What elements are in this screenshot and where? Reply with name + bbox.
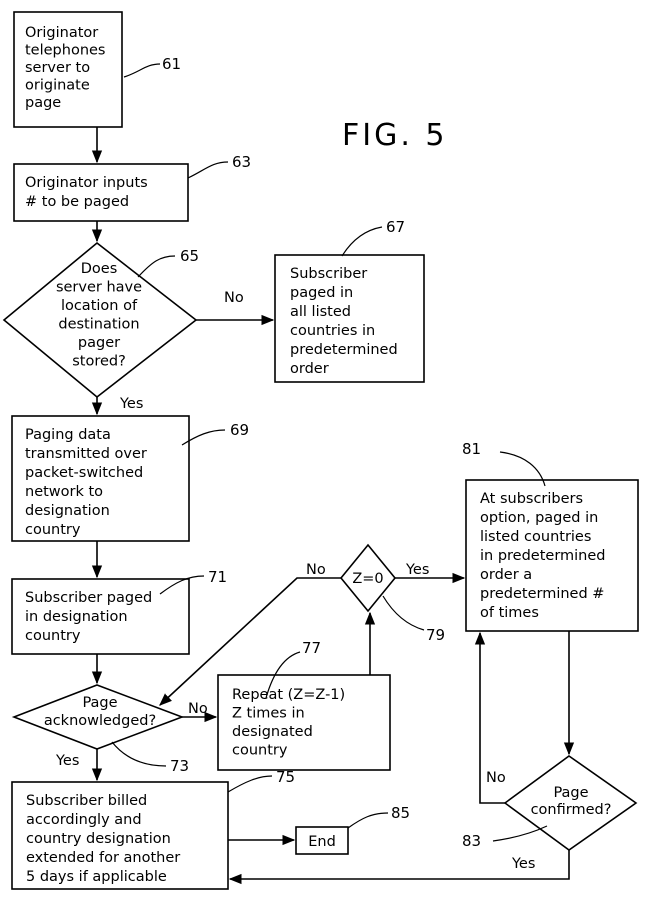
text-65-line: server have: [56, 280, 142, 296]
text-83: Pageconfirmed?: [531, 785, 612, 818]
text-77-line: country: [232, 743, 288, 759]
text-61-line: telephones: [25, 43, 106, 59]
text-67-line: predetermined: [290, 342, 398, 358]
text-67-line: Subscriber: [290, 266, 367, 282]
text-61: Originator telephonesserver to originatepa…: [25, 25, 106, 111]
text-85: End: [308, 834, 336, 850]
text-81-line: in predetermined: [480, 548, 606, 564]
text-65: Does server have location of destination pag…: [56, 261, 142, 370]
text-65-line: location of: [61, 298, 138, 314]
text-75-line: country designation: [26, 831, 171, 847]
edge-label-83-yes: Yes: [511, 856, 535, 872]
text-69-line: Paging data: [25, 427, 111, 443]
text-67-line: order: [290, 361, 329, 377]
text-69-line: transmitted over: [25, 446, 147, 462]
text-69-line: network to: [25, 484, 103, 500]
ref-65: 65: [180, 247, 199, 265]
ref-73: 73: [170, 757, 189, 775]
ref-75: 75: [276, 768, 295, 786]
text-81-line: order a: [480, 567, 532, 583]
text-83-line: Page: [553, 785, 588, 801]
text-85-line: End: [308, 834, 336, 850]
text-65-line: Does: [81, 261, 118, 277]
text-81: At subscribers option, paged in listed cou…: [480, 491, 606, 621]
leader-81: [500, 452, 545, 486]
edge-label-73-no: No: [188, 701, 208, 717]
leader-73: [112, 742, 166, 766]
text-81-line: At subscribers: [480, 491, 583, 507]
text-65-line: pager: [78, 335, 120, 351]
text-73-line: Page: [82, 695, 117, 711]
text-61-line: page: [25, 95, 61, 111]
ref-77: 77: [302, 639, 321, 657]
text-77-line: designated: [232, 724, 313, 740]
leader-63: [188, 162, 228, 178]
text-75-line: 5 days if applicable: [26, 869, 167, 885]
box-63-originator-inputs: [14, 164, 188, 221]
text-75: Subscriber billed accordingly and country …: [26, 793, 180, 885]
ref-81: 81: [462, 440, 481, 458]
text-61-line: Originator: [25, 25, 98, 41]
text-81-line: listed countries: [480, 529, 591, 545]
text-67-line: paged in: [290, 285, 353, 301]
text-67-line: countries in: [290, 323, 375, 339]
text-69-line: packet-switched: [25, 465, 143, 481]
edge-label-79-yes: Yes: [405, 562, 429, 578]
text-63-line: # to be paged: [25, 194, 129, 210]
edge-label-65-no: No: [224, 290, 244, 306]
text-71-line: in designation: [25, 609, 128, 625]
text-79: Z=0: [352, 571, 383, 587]
text-81-line: option, paged in: [480, 510, 598, 526]
text-71-line: Subscriber paged: [25, 590, 152, 606]
text-73-line: acknowledged?: [44, 713, 156, 729]
ref-71: 71: [208, 568, 227, 586]
edge-label-79-no: No: [306, 562, 326, 578]
edge-label-65-yes: Yes: [119, 396, 143, 412]
text-65-line: stored?: [72, 354, 126, 370]
text-77-line: Repeat (Z=Z-1): [232, 687, 345, 703]
text-69-line: designation: [25, 503, 110, 519]
text-77-line: Z times in: [232, 706, 305, 722]
text-79-line: Z=0: [352, 571, 383, 587]
text-75-line: extended for another: [26, 850, 180, 866]
leader-75: [228, 776, 272, 792]
leader-85: [348, 813, 388, 828]
text-75-line: accordingly and: [26, 812, 142, 828]
text-71: Subscriber paged in designation country: [25, 590, 152, 644]
ref-61: 61: [162, 55, 181, 73]
text-77: Repeat (Z=Z-1) Z times in designated countr…: [232, 687, 345, 759]
text-67: Subscriber paged in all listed countries in…: [290, 266, 398, 377]
edge-label-83-no: No: [486, 770, 506, 786]
text-81-line: predetermined #: [480, 586, 604, 602]
text-69: Paging data transmitted over packet-switch…: [25, 427, 147, 538]
ref-83: 83: [462, 832, 481, 850]
ref-69: 69: [230, 421, 249, 439]
text-63-line: Originator inputs: [25, 175, 148, 191]
leader-65: [138, 256, 175, 277]
text-61-line: originate: [25, 78, 90, 94]
text-65-line: destination: [58, 317, 139, 333]
text-75-line: Subscriber billed: [26, 793, 147, 809]
ref-79: 79: [426, 626, 445, 644]
edge-label-73-yes: Yes: [55, 753, 79, 769]
leader-79: [383, 596, 424, 630]
leader-61: [124, 64, 160, 77]
ref-63: 63: [232, 153, 251, 171]
text-81-line: of times: [480, 605, 539, 621]
leader-67: [342, 227, 382, 256]
text-83-line: confirmed?: [531, 802, 612, 818]
ref-85: 85: [391, 804, 410, 822]
text-63: Originator inputs # to be paged: [25, 175, 148, 210]
ref-67: 67: [386, 218, 405, 236]
text-71-line: country: [25, 628, 81, 644]
text-61-line: server to: [25, 60, 90, 76]
text-69-line: country: [25, 522, 81, 538]
figure-label: FIG. 5: [342, 118, 448, 153]
text-67-line: all listed: [290, 304, 351, 320]
